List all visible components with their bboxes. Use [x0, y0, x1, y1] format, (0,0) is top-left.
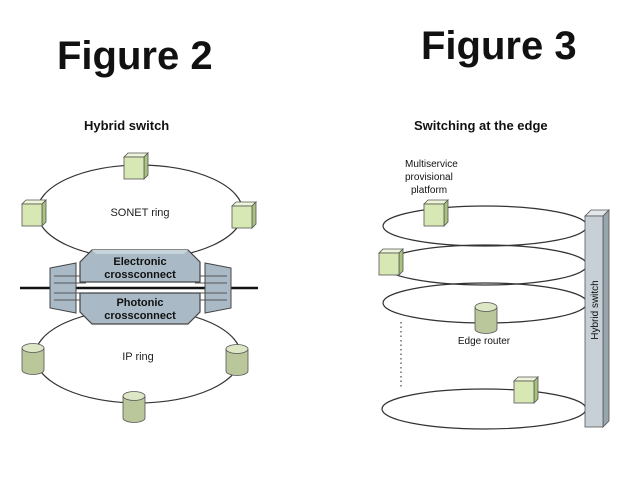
ip-node-cylinder-left — [21, 343, 45, 375]
msp-node-cube — [423, 199, 449, 227]
electronic-label-1: Electronic — [113, 256, 166, 268]
switching-at-edge-subtitle: Switching at the edge — [414, 118, 548, 133]
ip-ring-label: IP ring — [122, 351, 154, 363]
figure-3-diagram: Multiservice provisional platform Edge r… — [378, 159, 610, 430]
hybrid-switch-label: Hybrid switch — [590, 280, 601, 339]
left-connector — [49, 262, 86, 314]
figure-3-title: Figure 3 — [421, 24, 577, 68]
photonic-label-2: crossconnect — [104, 310, 176, 322]
ip-node-cylinder-right — [225, 344, 249, 376]
edge-router-label: Edge router — [458, 336, 511, 347]
figure-2-title: Figure 2 — [57, 34, 213, 78]
bottom-ring-node-cube — [513, 376, 539, 404]
electronic-label-2: crossconnect — [104, 269, 176, 281]
msp-label-3: platform — [411, 185, 447, 196]
photonic-crossconnect: Photonic crossconnect — [79, 292, 201, 325]
msp-label-1: Multiservice — [405, 159, 458, 170]
sonet-node-cube-right — [231, 201, 257, 229]
edge-router-cylinder — [474, 302, 498, 334]
sonet-node-cube-top — [123, 152, 149, 180]
edge-ring-2 — [382, 244, 588, 286]
photonic-label-1: Photonic — [116, 297, 163, 309]
hybrid-switch-bar: Hybrid switch — [584, 209, 610, 428]
ring-node-cube-left — [378, 248, 404, 276]
sonet-node-cube-left — [21, 199, 47, 227]
edge-ring-1 — [382, 205, 588, 247]
figure-2-diagram: SONET ring IP ring — [20, 152, 258, 423]
msp-label-2: provisional — [405, 172, 453, 183]
right-connector — [195, 262, 232, 314]
hybrid-switch-subtitle: Hybrid switch — [84, 118, 170, 133]
edge-ring-4 — [381, 388, 587, 430]
electronic-crossconnect: Electronic crossconnect — [79, 249, 201, 283]
sonet-ring-label: SONET ring — [110, 207, 169, 219]
ip-node-cylinder-bottom — [122, 391, 146, 423]
